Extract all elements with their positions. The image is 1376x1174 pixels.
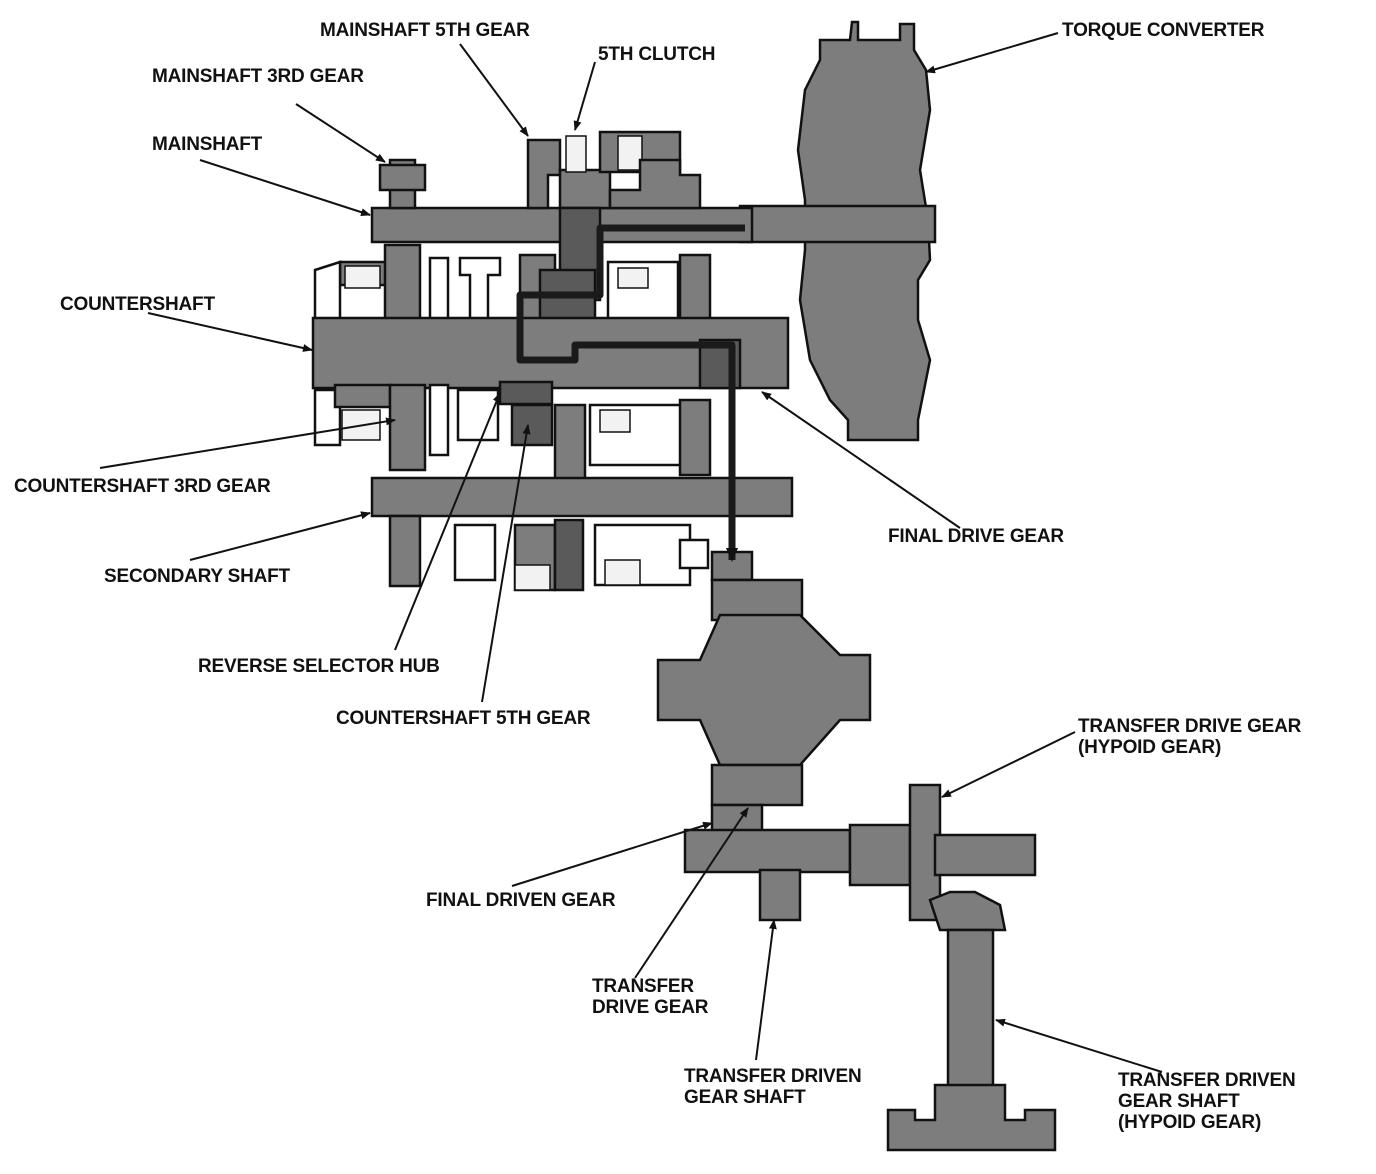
mainshaft-5th-gear [526,130,702,302]
label-countershaft-5th-gear: COUNTERSHAFT 5TH GEAR [336,708,591,729]
label-mainshaft: MAINSHAFT [152,134,263,155]
label-transfer-driven-gear-shaft: TRANSFER DRIVEN GEAR SHAFT [684,1066,862,1108]
torque-converter [738,20,937,442]
power-flow-path [516,224,745,562]
label-transfer-drive-gear-hypoid: TRANSFER DRIVE GEAR (HYPOID GEAR) [1078,716,1302,758]
secondary-shaft [370,476,794,592]
transfer-driven-gear-shaft-hypoid [886,890,1057,1152]
label-mainshaft-5th-gear: MAINSHAFT 5TH GEAR [320,20,530,41]
label-torque-converter: TORQUE CONVERTER [1062,20,1265,41]
countershaft [311,243,790,390]
label-countershaft: COUNTERSHAFT [60,294,215,315]
label-mainshaft-3rd-gear: MAINSHAFT 3RD GEAR [152,66,364,87]
label-final-drive-gear: FINAL DRIVE GEAR [888,526,1064,547]
label-countershaft-3rd-gear: COUNTERSHAFT 3RD GEAR [14,476,271,497]
label-reverse-selector-hub: REVERSE SELECTOR HUB [198,656,440,677]
label-secondary-shaft: SECONDARY SHAFT [104,566,290,587]
label-transfer-drive-gear: TRANSFER DRIVE GEAR [592,976,709,1018]
label-transfer-driven-gear-shaft-hypoid: TRANSFER DRIVEN GEAR SHAFT (HYPOID GEAR) [1118,1070,1296,1133]
label-final-driven-gear: FINAL DRIVEN GEAR [426,890,616,911]
transfer-drive-gear [683,783,1037,922]
label-5th-clutch: 5TH CLUTCH [598,44,716,65]
countershaft-3rd-gear [313,383,500,472]
differential [656,550,872,835]
leader-lines [99,32,1163,1073]
reverse-selector-hub [498,380,712,482]
